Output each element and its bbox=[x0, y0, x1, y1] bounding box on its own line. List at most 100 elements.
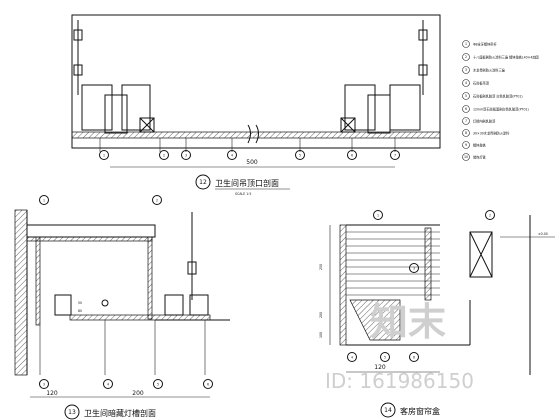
left-callout-4: 4 bbox=[103, 379, 113, 389]
svg-text:4: 4 bbox=[107, 383, 109, 387]
left-callout-1: 1 bbox=[39, 195, 49, 205]
svg-text:1: 1 bbox=[377, 214, 379, 218]
svg-text:2: 2 bbox=[465, 55, 467, 59]
svg-text:10: 10 bbox=[464, 155, 468, 159]
right-vdim-b: 200 bbox=[319, 312, 323, 318]
svg-text:3: 3 bbox=[465, 68, 467, 72]
svg-text:6: 6 bbox=[465, 107, 467, 111]
right-callout-5: 5 bbox=[380, 352, 390, 362]
ceiling-soffit bbox=[26, 224, 156, 238]
ledge-block bbox=[54, 294, 72, 316]
right-callout-3: 3 bbox=[409, 263, 419, 273]
svg-text:Φ8全牙镀锌吊杆: Φ8全牙镀锌吊杆 bbox=[473, 42, 497, 47]
left-caption-number: 13 bbox=[68, 409, 76, 416]
top-callout-2: 2 bbox=[159, 150, 169, 160]
curtain-box-wall bbox=[339, 224, 347, 346]
top-caption-scale: SCALE 1:5 bbox=[235, 192, 251, 196]
level-mark: ±0.00 bbox=[538, 232, 548, 236]
svg-text:3: 3 bbox=[413, 267, 415, 271]
left-callout-2: 2 bbox=[152, 195, 162, 205]
svg-text:4: 4 bbox=[465, 81, 467, 85]
top-caption: 12 卫生间吊顶口剖面 SCALE 1:5 bbox=[195, 174, 290, 196]
rod-clip-left bbox=[73, 64, 83, 76]
left-callout-3: 3 bbox=[39, 379, 49, 389]
right-callout-1: 1 bbox=[373, 210, 383, 220]
svg-text:十八厘板刷防火涂料三遍 镀锌角铁L40×4加固: 十八厘板刷防火涂料三遍 镀锌角铁L40×4加固 bbox=[473, 55, 539, 60]
curtain-box-lower bbox=[349, 299, 401, 341]
light-housing-2 bbox=[189, 294, 209, 316]
right-dim-bottom: 120 bbox=[374, 364, 386, 371]
svg-text:30×30木龙骨刷防火涂料: 30×30木龙骨刷防火涂料 bbox=[473, 131, 510, 136]
right-curtain-box-section: ±0.00 250 200 100 1 2 3 4 5 6 120 14 客房窗… bbox=[319, 210, 555, 418]
svg-text:1: 1 bbox=[465, 42, 467, 46]
svg-text:石膏板吊顶: 石膏板吊顶 bbox=[473, 81, 490, 86]
svg-text:1: 1 bbox=[43, 199, 45, 203]
right-callout-4: 4 bbox=[347, 352, 357, 362]
light-box-left-a bbox=[81, 84, 113, 131]
trough-side-board bbox=[147, 236, 153, 320]
svg-text:木龙骨刷防火涂料三遍: 木龙骨刷防火涂料三遍 bbox=[473, 68, 506, 73]
soffit-board bbox=[26, 236, 153, 242]
light-housing bbox=[164, 294, 184, 316]
rod-clip-right bbox=[418, 64, 428, 76]
left-callout-6: 6 bbox=[203, 379, 213, 389]
svg-text:5: 5 bbox=[299, 154, 301, 158]
right-vdim-a: 250 bbox=[319, 264, 323, 270]
svg-text:8: 8 bbox=[465, 131, 467, 135]
light-tube-right bbox=[367, 94, 391, 134]
svg-text:装饰灯管: 装饰灯管 bbox=[473, 155, 486, 160]
watermark-logo: 知末 bbox=[370, 300, 446, 344]
left-side-dim-b: 80 bbox=[78, 309, 82, 313]
legend-item-4: 4 石膏板吊顶 bbox=[462, 79, 490, 87]
left-dim-mid: 200 bbox=[132, 390, 144, 397]
top-callout-1: 1 bbox=[99, 150, 109, 160]
left-side-dim-a: 50 bbox=[78, 301, 82, 305]
left-light-trough-section: 1 2 3 4 5 6 50 80 120 200 13 卫生间暗藏灯槽剖面 bbox=[14, 195, 230, 420]
svg-text:4: 4 bbox=[351, 356, 353, 360]
svg-text:镀锌角铁: 镀锌角铁 bbox=[473, 143, 487, 148]
top-caption-number: 12 bbox=[199, 179, 207, 186]
light-tube-section bbox=[101, 299, 109, 307]
svg-text:3: 3 bbox=[185, 154, 187, 158]
svg-text:6: 6 bbox=[351, 154, 353, 158]
top-callout-7: 7 bbox=[390, 150, 400, 160]
window-frame-box bbox=[469, 231, 493, 278]
break-mark bbox=[247, 124, 259, 144]
light-box-left-b bbox=[121, 84, 151, 131]
top-dimension-value: 500 bbox=[246, 159, 258, 166]
top-callout-4: 4 bbox=[227, 150, 237, 160]
svg-text:4: 4 bbox=[231, 154, 233, 158]
left-caption: 13 卫生间暗藏灯槽剖面 bbox=[64, 404, 156, 420]
svg-text:2: 2 bbox=[156, 199, 158, 203]
wall-board bbox=[35, 236, 41, 326]
left-dim-left: 120 bbox=[46, 390, 58, 397]
trough-bottom-board bbox=[69, 314, 211, 321]
top-frame bbox=[71, 14, 441, 149]
watermark-id: ID: 161986150 bbox=[325, 369, 474, 393]
curtain-box-panel bbox=[424, 227, 432, 301]
svg-text:12mm厚石膏板面刷白色乳胶漆(PT01): 12mm厚石膏板面刷白色乳胶漆(PT01) bbox=[473, 107, 529, 112]
right-caption: 14 客房窗帘盒 bbox=[380, 402, 440, 418]
legend-item-10: 10 装饰灯管 bbox=[462, 153, 486, 161]
right-callout-2: 2 bbox=[485, 210, 495, 220]
ceiling-board bbox=[71, 131, 441, 139]
rod-anchor-left bbox=[73, 29, 83, 41]
curtain-slats bbox=[346, 231, 440, 296]
svg-text:灯槽内刷乳胶漆: 灯槽内刷乳胶漆 bbox=[473, 119, 496, 124]
light-box-right-a bbox=[344, 84, 376, 131]
svg-text:5: 5 bbox=[384, 356, 386, 360]
light-tube-left bbox=[104, 94, 128, 134]
svg-text:2: 2 bbox=[489, 214, 491, 218]
svg-text:6: 6 bbox=[413, 356, 415, 360]
top-callout-5: 5 bbox=[295, 150, 305, 160]
top-caption-title: 卫生间吊顶口剖面 bbox=[215, 178, 279, 188]
svg-text:7: 7 bbox=[465, 119, 467, 123]
right-callout-6: 6 bbox=[409, 352, 419, 362]
right-caption-number: 14 bbox=[384, 407, 392, 414]
watermark: 知末 ID: 161986150 bbox=[325, 300, 474, 393]
legend-item-8: 8 30×30木龙骨刷防火涂料 bbox=[462, 129, 510, 137]
